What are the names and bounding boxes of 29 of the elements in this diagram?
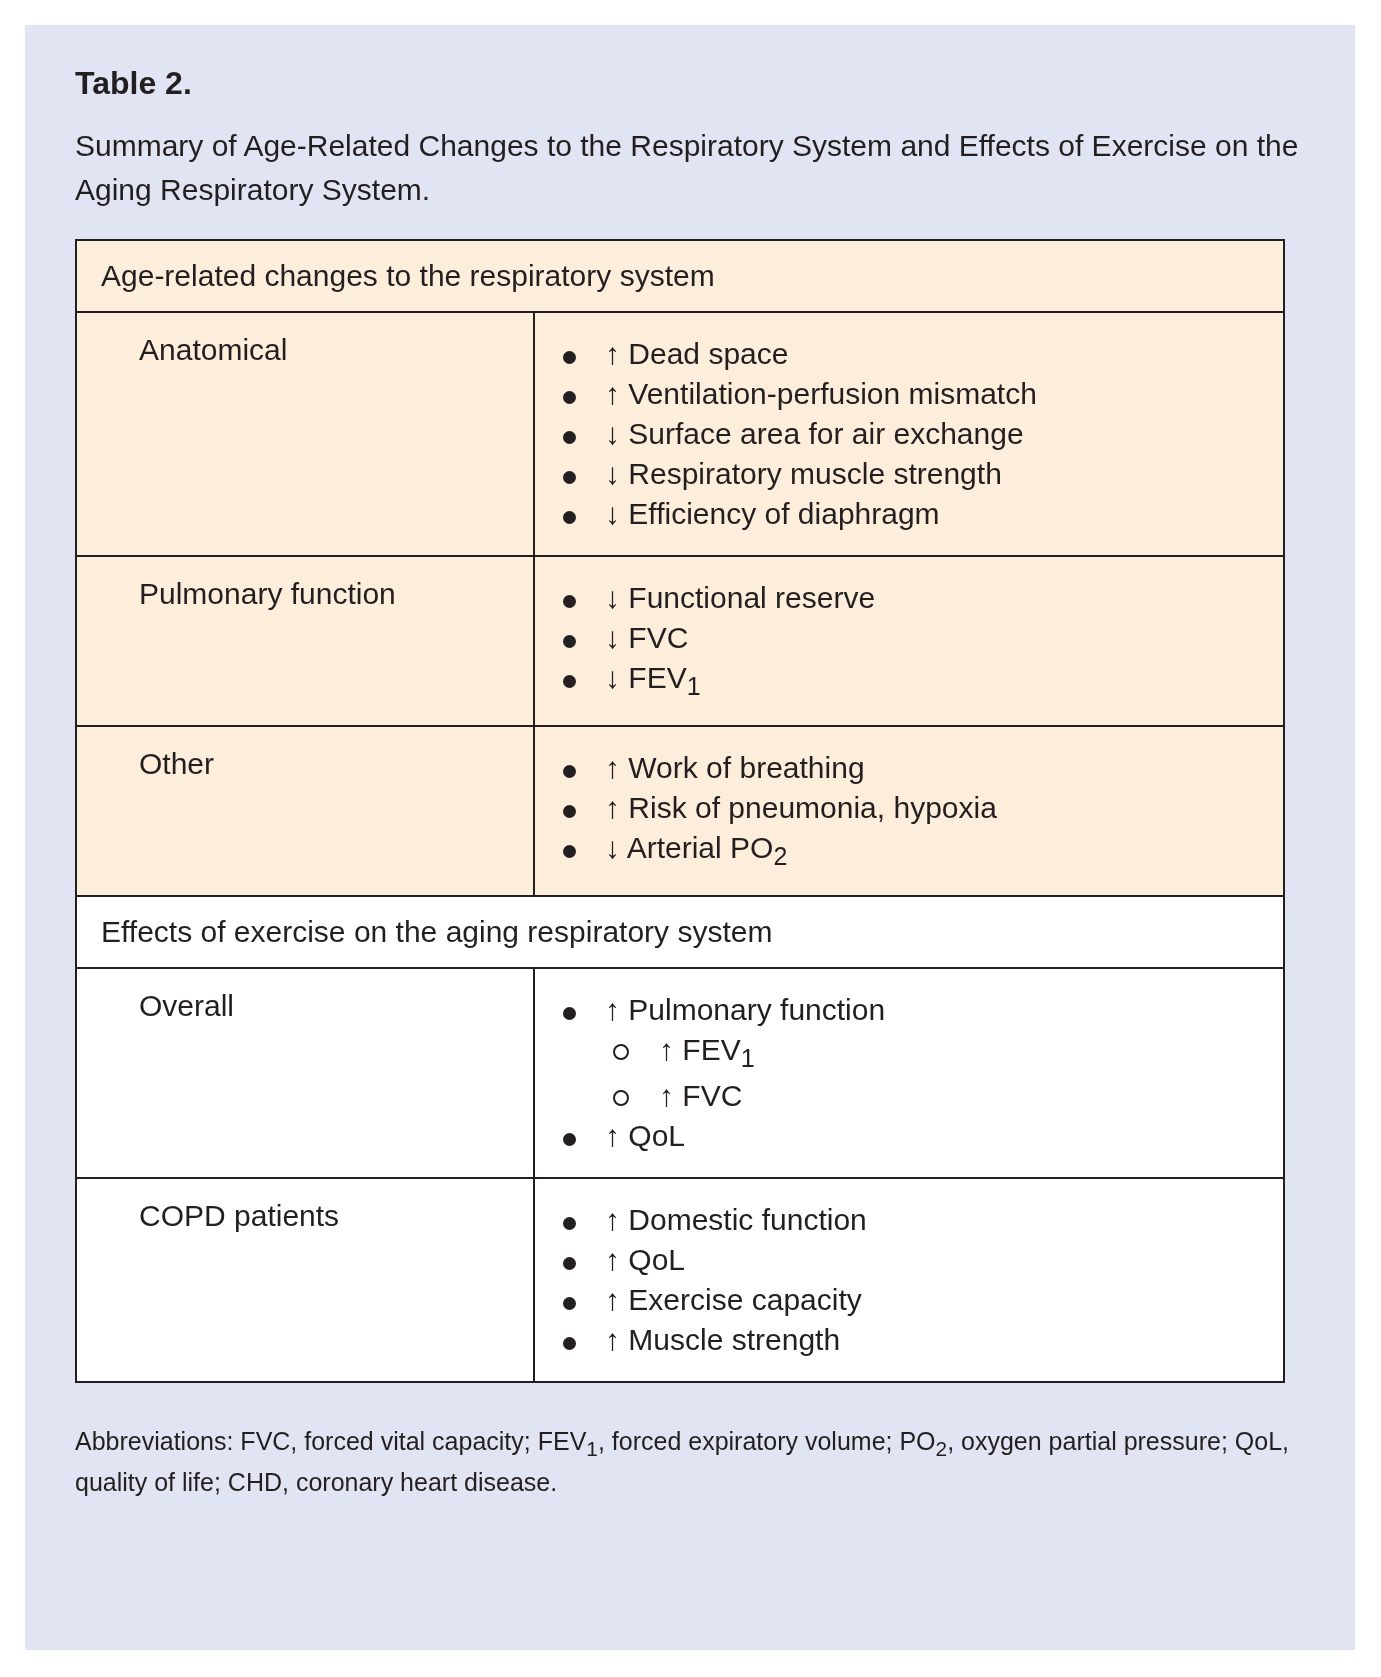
list-item: ↑ FEV$_{1}$	[659, 1033, 755, 1073]
list-item: ↑ FVC	[659, 1079, 743, 1113]
list-item: ↑ Risk of pneumonia, hypoxia	[605, 791, 997, 825]
list-item: ↑ Exercise capacity	[605, 1283, 862, 1317]
section-header-cell: Effects of exercise on the aging respiratory system	[76, 896, 1284, 968]
footnote: Abbreviations: FVC, forced vital capacity; FEV$_{1}$, forced expiratory volume; PO$_{2}$, oxygen partial pressure; QoL, quality of life; CHD, coronary heart disease.	[75, 1426, 1290, 1499]
list-item: ↓ Functional reserve	[605, 581, 876, 615]
row-header-cell: Other	[76, 726, 534, 896]
table-subtitle: Summary of Age-Related Changes to the Respiratory System and Effects of Exercise on the Aging Respiratory System.	[75, 128, 1300, 208]
section-header-cell: Age-related changes to the respiratory system	[76, 240, 1284, 312]
list-item: ↑ QoL	[605, 1119, 686, 1153]
list-item: ↓ Surface area for air exchange	[605, 417, 1024, 451]
list-item: ↓ Arterial PO$_{2}$	[605, 831, 788, 871]
list-item: ↓ Respiratory muscle strength	[605, 457, 1002, 491]
list-item: ↑ Pulmonary function	[605, 993, 886, 1027]
row-header-cell: Anatomical	[76, 312, 534, 556]
list-item: ↑ Muscle strength	[605, 1323, 841, 1357]
list-item: ↑ Ventilation-perfusion mismatch	[605, 377, 1037, 411]
list-item: ↓ FVC	[605, 621, 689, 655]
row-header-cell: Pulmonary function	[76, 556, 534, 726]
list-item: ↑ Work of breathing	[605, 751, 865, 785]
list-item: ↑ Domestic function	[605, 1203, 867, 1237]
list-item: ↓ FEV$_{1}$	[605, 661, 701, 701]
table-title: Table 2.	[75, 65, 192, 102]
list-item: ↑ Dead space	[605, 337, 789, 371]
list-item: ↑ QoL	[605, 1243, 686, 1277]
row-header-cell: COPD patients	[76, 1178, 534, 1382]
list-item: ↓ Efficiency of diaphragm	[605, 497, 940, 531]
row-header-cell: Overall	[76, 968, 534, 1178]
